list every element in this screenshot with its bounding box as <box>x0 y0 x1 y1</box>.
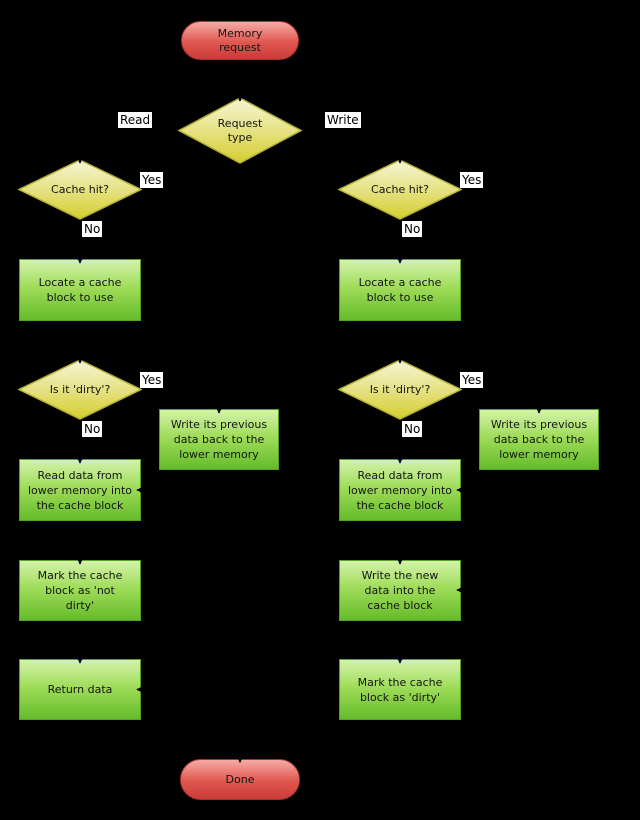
end-terminal: Done <box>180 759 300 800</box>
edge-label-no-read-dirty: No <box>82 421 103 437</box>
write-write-back-step: Write its previous data back to the lowe… <box>479 409 599 470</box>
edge-label-yes-read-dirty: Yes <box>140 372 164 388</box>
edge-read-writeback-to-readdata <box>136 470 220 496</box>
read-locate-block-label: Locate a cache block to use <box>38 276 122 304</box>
write-cache-hit-decision: Cache hit? <box>338 159 462 220</box>
write-cache-hit-label: Cache hit? <box>371 182 429 196</box>
edge-label-yes-read-cachehit: Yes <box>140 172 164 188</box>
edge-label-no-write-cachehit: No <box>402 221 423 237</box>
diamond-shape-icon <box>338 159 462 220</box>
request-type-decision: Request type <box>178 97 302 164</box>
edge-label-read: Read <box>118 112 153 128</box>
write-dirty-decision: Is it 'dirty'? <box>338 359 462 420</box>
edge-label-yes-write-dirty: Yes <box>460 372 484 388</box>
write-new-data-step: Write the new data into the cache block <box>339 560 461 621</box>
read-mark-not-dirty-step: Mark the cache block as 'not dirty' <box>19 560 141 621</box>
diamond-shape-icon <box>338 359 462 420</box>
write-locate-block-label: Locate a cache block to use <box>358 276 442 304</box>
edge-label-no-read-cachehit: No <box>82 221 103 237</box>
diamond-shape-icon <box>18 359 142 420</box>
edge-write-mark-to-done <box>234 720 401 763</box>
diamond-shape-icon <box>178 97 302 164</box>
write-locate-block-step: Locate a cache block to use <box>339 259 461 321</box>
read-locate-block-step: Locate a cache block to use <box>19 259 141 321</box>
write-write-back-label: Write its previous data back to the lowe… <box>490 418 588 461</box>
read-cache-hit-label: Cache hit? <box>51 182 109 196</box>
request-type-label: Request type <box>217 116 263 144</box>
read-return-data-step: Return data <box>19 659 141 720</box>
read-mark-not-dirty-label: Mark the cache block as 'not dirty' <box>37 569 123 612</box>
write-mark-dirty-label: Mark the cache block as 'dirty' <box>357 675 443 704</box>
read-write-back-step: Write its previous data back to the lowe… <box>159 409 279 470</box>
write-mark-dirty-step: Mark the cache block as 'dirty' <box>339 659 461 720</box>
edge-label-yes-write-cachehit: Yes <box>460 172 484 188</box>
read-return-data-label: Return data <box>47 683 113 696</box>
edge-read-return-to-done <box>79 720 246 763</box>
read-write-back-label: Write its previous data back to the lowe… <box>170 418 268 461</box>
read-read-data-label: Read data from lower memory into the cac… <box>27 468 133 512</box>
write-read-data-step: Read data from lower memory into the cac… <box>339 459 461 521</box>
diamond-shape-icon <box>18 159 142 220</box>
read-dirty-decision: Is it 'dirty'? <box>18 359 142 420</box>
write-dirty-label: Is it 'dirty'? <box>369 382 431 396</box>
read-read-data-step: Read data from lower memory into the cac… <box>19 459 141 521</box>
edge-label-write: Write <box>325 112 361 128</box>
read-dirty-label: Is it 'dirty'? <box>49 382 111 396</box>
end-label: Done <box>225 772 255 786</box>
read-cache-hit-decision: Cache hit? <box>18 159 142 220</box>
start-label: Memory request <box>217 26 263 54</box>
write-read-data-label: Read data from lower memory into the cac… <box>347 468 453 512</box>
edge-label-no-write-dirty: No <box>402 421 423 437</box>
edge-write-writeback-to-readdata <box>456 470 540 496</box>
write-new-data-label: Write the new data into the cache block <box>361 569 439 612</box>
start-terminal: Memory request <box>181 21 299 60</box>
